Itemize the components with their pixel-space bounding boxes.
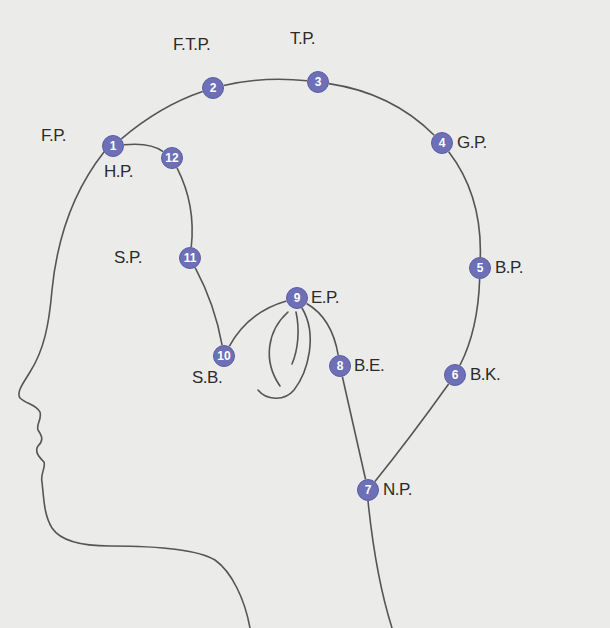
point-marker: 2F.T.P.: [202, 77, 224, 99]
callout-number: 7: [358, 480, 378, 500]
head-line: [329, 84, 434, 136]
head-line: [449, 152, 481, 257]
point-label: G.P.: [457, 133, 487, 153]
point-marker: 9E.P.: [286, 287, 308, 309]
head-line: [124, 144, 163, 151]
point-label: F.T.P.: [173, 35, 210, 55]
point-label: S.B.: [192, 368, 222, 388]
callout-number: 4: [432, 133, 452, 153]
head-line: [342, 377, 365, 480]
callout-number: 12: [162, 148, 182, 168]
point-marker: 12H.P.: [161, 147, 183, 169]
callout-number: 3: [308, 72, 328, 92]
head-line: [224, 79, 307, 85]
point-marker: 3T.P.: [307, 71, 329, 93]
callout-number: 6: [445, 365, 465, 385]
point-marker: 4G.P.: [431, 132, 453, 154]
ear-outline: [258, 308, 310, 398]
point-marker: 10S.B.: [213, 345, 235, 367]
point-marker: 5B.P.: [469, 257, 491, 279]
callout-number: 5: [470, 258, 490, 278]
head-line: [177, 168, 192, 247]
point-label: S.P.: [114, 248, 142, 268]
head-line: [460, 279, 480, 365]
point-label: H.P.: [104, 162, 133, 182]
callout-number: 2: [203, 78, 223, 98]
callout-number: 9: [287, 288, 307, 308]
point-label: F.P.: [41, 126, 66, 146]
point-marker: 8B.E.: [329, 355, 351, 377]
head-line: [195, 268, 222, 345]
point-label: E.P.: [311, 288, 339, 308]
callout-number: 10: [214, 346, 234, 366]
point-label: T.P.: [290, 29, 315, 49]
callout-number: 11: [180, 248, 200, 268]
point-label: N.P.: [383, 480, 412, 500]
point-marker: 6B.K.: [444, 364, 466, 386]
head-line: [307, 303, 339, 355]
head-line: [121, 92, 202, 139]
head-line: [229, 301, 286, 346]
point-marker: 1F.P.: [102, 135, 124, 157]
head-line: [375, 384, 449, 481]
point-label: B.P.: [495, 258, 523, 278]
point-label: B.E.: [354, 356, 384, 376]
callout-number: 8: [330, 356, 350, 376]
callout-number: 1: [103, 136, 123, 156]
neck-back: [368, 501, 392, 628]
ear-inner: [269, 312, 288, 386]
face-outline: [19, 152, 250, 628]
ear-inner-fold: [292, 312, 298, 364]
point-label: B.K.: [470, 365, 500, 385]
point-marker: 7N.P.: [357, 479, 379, 501]
point-marker: 11S.P.: [179, 247, 201, 269]
